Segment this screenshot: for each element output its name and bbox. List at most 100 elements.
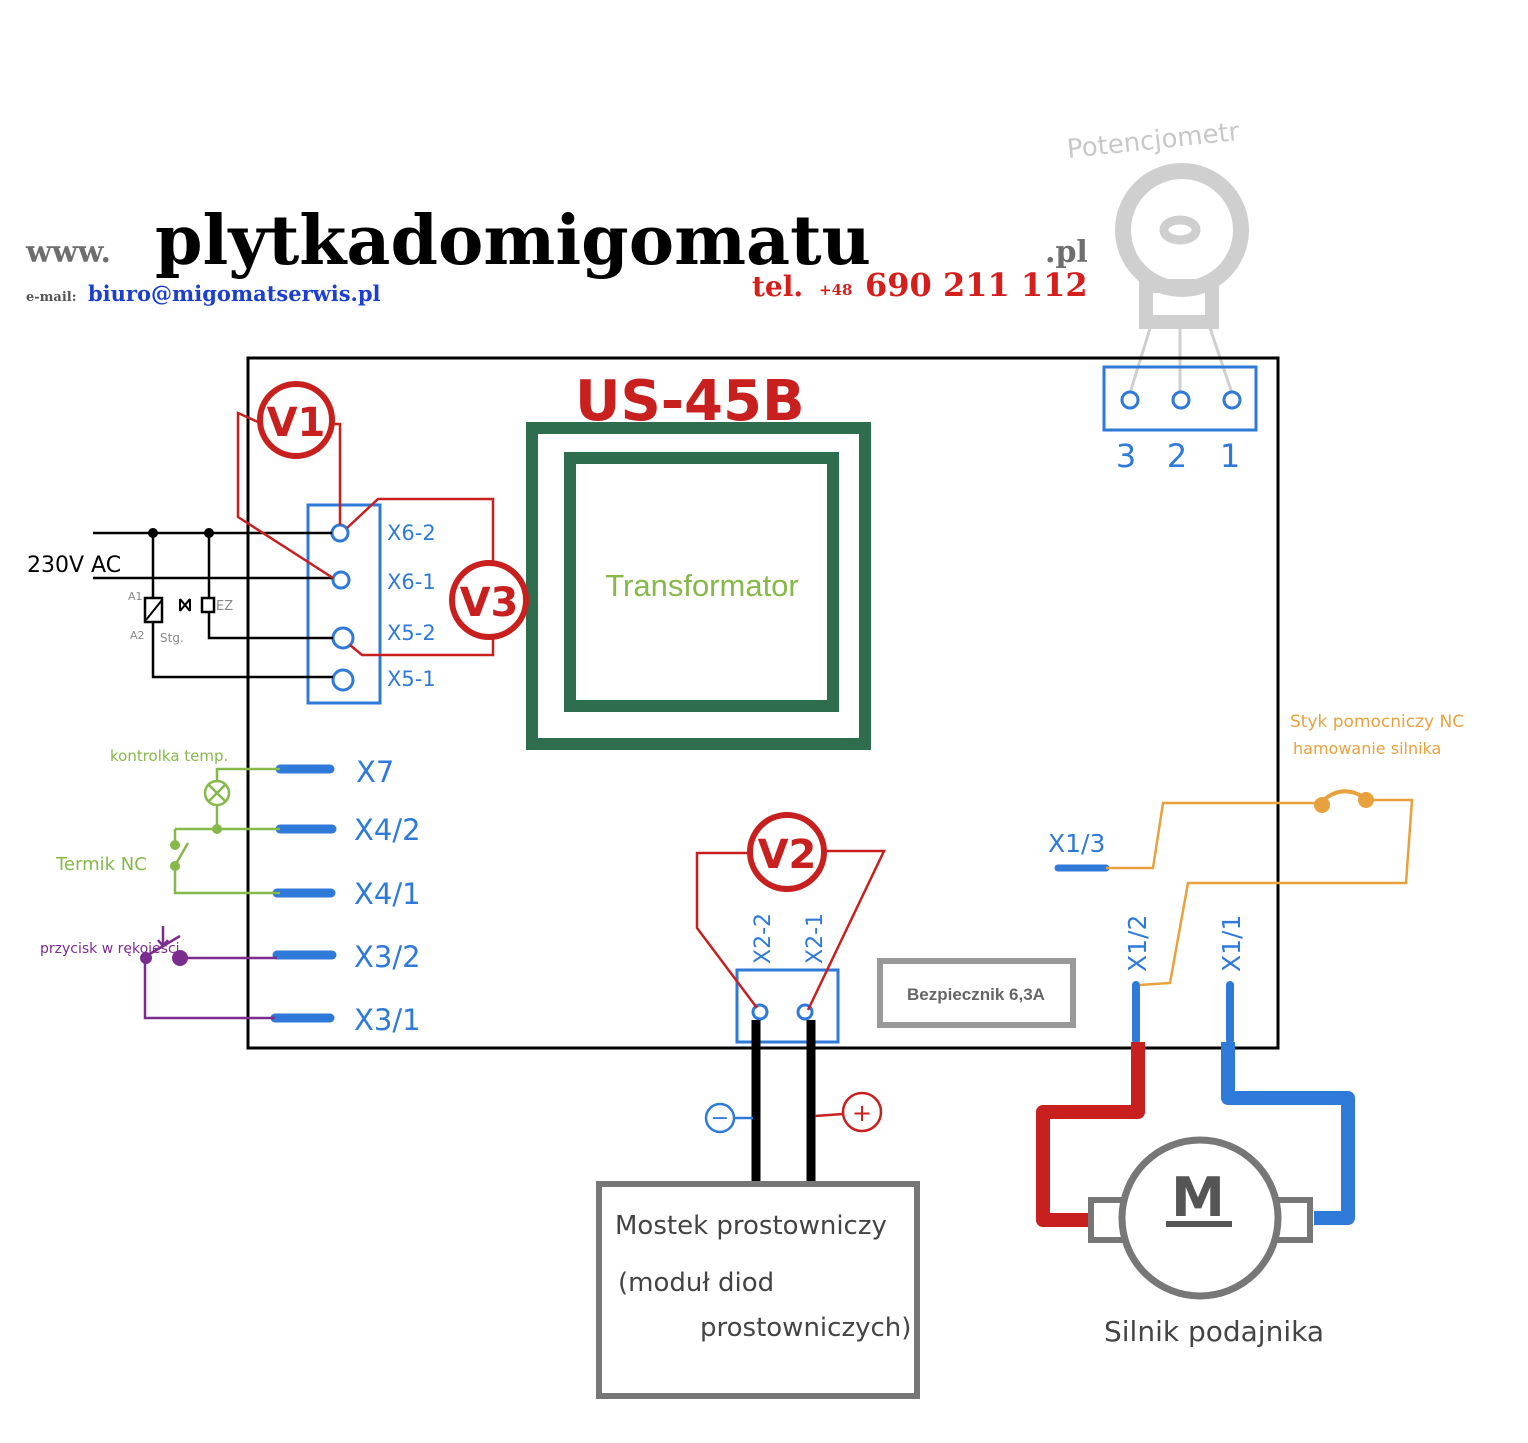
trigger-contact-1 xyxy=(140,952,152,964)
minus-label: − xyxy=(711,1106,729,1131)
rectifier-box xyxy=(596,1181,920,1399)
label-x5-2: X5-2 xyxy=(387,621,436,645)
pot-pin-1[interactable] xyxy=(1222,390,1242,410)
label-x6-2: X6-2 xyxy=(387,521,436,545)
motor-wire-blue xyxy=(1221,1042,1355,1225)
pcb-board-outline xyxy=(246,356,1280,1050)
trigger-contact-2 xyxy=(172,950,188,966)
rectifier-line1: Mostek prostowniczy xyxy=(615,1211,887,1241)
meter-v3: V3 xyxy=(346,497,529,657)
potentiometer-body-icon xyxy=(1115,163,1249,297)
label-x4-2: X4/2 xyxy=(354,813,421,847)
mains-wiring xyxy=(93,531,333,679)
x2-connector: X2-2 X2-1 xyxy=(735,913,840,1044)
rectifier-line2: (moduł diod xyxy=(618,1268,774,1298)
label-x5-1: X5-1 xyxy=(387,667,436,691)
label-x2-1: X2-1 xyxy=(803,913,828,964)
meter-v3-label: V3 xyxy=(460,580,519,626)
voltmeter-v1-icon xyxy=(257,381,335,459)
power-connector: X6-2 X6-1 X5-2 X5-1 xyxy=(306,503,436,705)
label-x1-1: X1/1 xyxy=(1217,915,1246,972)
label-x1-3: X1/3 xyxy=(1048,829,1105,858)
label-x6-1: X6-1 xyxy=(387,570,436,594)
left-connectors: X7 X4/2 X4/1 X3/2 X3/1 xyxy=(270,755,421,1037)
pot-connector-box xyxy=(1102,365,1258,432)
pot-pin-label-1: 1 xyxy=(1220,437,1240,475)
fuse-box xyxy=(877,958,1076,1028)
label-x4-1: X4/1 xyxy=(354,877,421,911)
header-tel-number[interactable]: 690 211 112 xyxy=(865,266,1088,304)
label-x3-1: X3/1 xyxy=(354,1003,421,1037)
coil-a2-label: A2 xyxy=(130,629,145,642)
terminal-x5-1[interactable] xyxy=(331,668,355,692)
trigger-label: przycisk w rękojeści xyxy=(40,941,180,957)
voltmeter-v3-icon xyxy=(449,560,529,640)
transformer-outer-icon xyxy=(526,422,871,750)
pot-connector: 3 2 1 xyxy=(1102,365,1258,475)
rectifier-line3: prostowniczych) xyxy=(700,1313,911,1343)
aux-contact-left xyxy=(1314,797,1330,813)
voltmeter-v2-icon xyxy=(747,812,827,892)
gas-valve-icon xyxy=(179,598,191,612)
plus-icon xyxy=(841,1091,883,1133)
mains-junction-2 xyxy=(204,528,214,538)
aux-contact-label: Styk pomocniczy NC xyxy=(1290,712,1464,732)
terminal-x6-2[interactable] xyxy=(330,523,350,543)
potentiometer: Potencjometr xyxy=(1066,117,1249,394)
motor-connectors: X1/3 X1/2 X1/1 xyxy=(1048,829,1246,1044)
x2-connector-box xyxy=(735,968,840,1044)
valve-label: EZ xyxy=(216,599,233,614)
transformer: Transformator xyxy=(526,422,871,750)
label-x3-2: X3/2 xyxy=(354,940,421,974)
label-x2-2: X2-2 xyxy=(751,913,776,964)
thermal-contact-bottom xyxy=(170,861,180,871)
plus-label: + xyxy=(852,1099,872,1127)
coil-a1-label: A1 xyxy=(128,590,143,603)
fuse-label: Bezpiecznik 6,3A xyxy=(907,985,1045,1004)
thermal-label: Termik NC xyxy=(55,854,147,875)
meter-v2: V2 xyxy=(695,812,886,1011)
thermal-contact-top xyxy=(170,840,180,850)
header-brand: plytkadomigomatu xyxy=(155,201,871,281)
motor-symbol: M xyxy=(1171,1166,1225,1229)
mains-junction-1 xyxy=(148,528,158,538)
aux-contact-label2: hamowanie silnika xyxy=(1293,739,1441,758)
power-connector-box xyxy=(306,503,382,705)
potentiometer-base-icon xyxy=(1139,279,1219,329)
temp-lamp-cross xyxy=(208,784,226,802)
thermal-junction xyxy=(212,824,222,834)
meter-v2-label: V2 xyxy=(758,832,817,878)
transformer-inner-icon xyxy=(564,452,839,712)
temp-lamp-icon xyxy=(203,779,231,807)
label-x1-2: X1/2 xyxy=(1123,915,1152,972)
header: www. plytkadomigomatu .pl e-mail: biuro@… xyxy=(25,201,1088,306)
thermal-circuit xyxy=(173,767,280,895)
coil-label: Stg. xyxy=(160,631,184,645)
header-tld: .pl xyxy=(1045,235,1088,270)
pot-pin-label-3: 3 xyxy=(1116,437,1136,475)
supply-label: 230V AC xyxy=(27,553,121,578)
terminal-x2-2[interactable] xyxy=(751,1003,769,1021)
motor-icon xyxy=(1118,1136,1282,1300)
header-www: www. xyxy=(25,235,111,270)
potentiometer-knob-icon xyxy=(1159,215,1201,245)
motor-label: Silnik podajnika xyxy=(1104,1315,1324,1348)
pot-pin-2[interactable] xyxy=(1171,390,1191,410)
header-email-label: e-mail: xyxy=(26,290,77,305)
potentiometer-label: Potencjometr xyxy=(1066,117,1241,165)
lamp-label: kontrolka temp. xyxy=(110,747,228,765)
label-x7: X7 xyxy=(356,755,394,789)
terminal-x6-1[interactable] xyxy=(331,570,351,590)
pot-pin-3[interactable] xyxy=(1120,390,1140,410)
aux-contact-right xyxy=(1358,792,1374,808)
meter-v1-label: V1 xyxy=(267,400,326,446)
pot-pin-label-2: 2 xyxy=(1167,437,1187,475)
trigger-circuit xyxy=(143,926,277,1020)
header-email[interactable]: biuro@migomatserwis.pl xyxy=(88,281,381,306)
rectifier: − + Mostek prostowniczy (moduł diod pros… xyxy=(596,1020,920,1399)
transformer-label: Transformator xyxy=(605,568,799,603)
motor: M Silnik podajnika xyxy=(1088,1136,1324,1348)
terminal-x2-1[interactable] xyxy=(796,1003,814,1021)
header-tel-prefix: +48 xyxy=(819,281,852,299)
